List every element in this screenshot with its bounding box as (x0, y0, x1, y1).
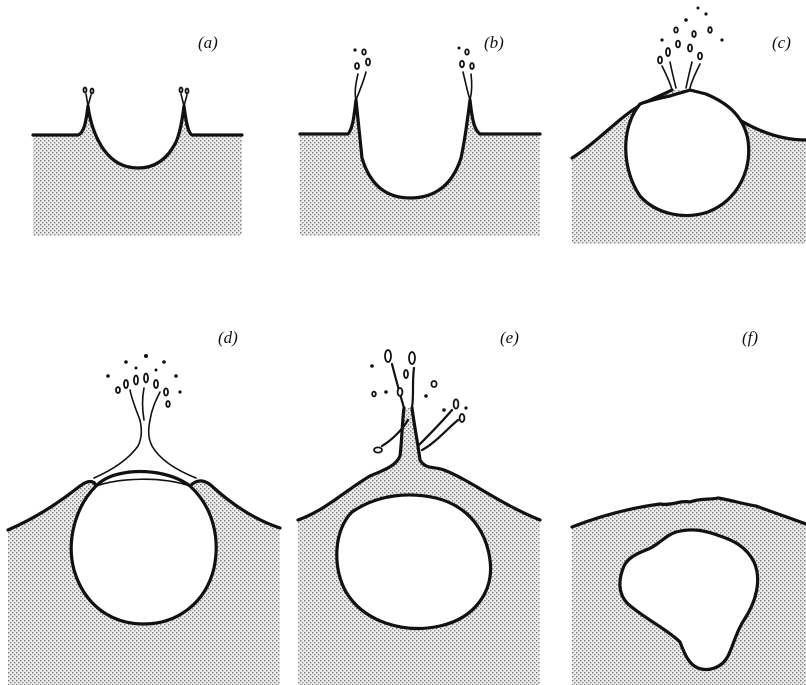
panel-e: (e) (298, 328, 540, 685)
panel-a-label: (a) (198, 33, 218, 52)
panel-e-label: (e) (500, 328, 519, 347)
panel-a: (a) (33, 33, 242, 236)
panel-f: (f) (572, 328, 806, 685)
panel-a-jet-right (180, 88, 189, 107)
panel-f-label: (f) (742, 328, 758, 347)
panel-e-jets (370, 350, 467, 453)
panel-a-jet-left (84, 88, 94, 107)
panel-b-jet-left (353, 48, 370, 100)
panel-c-spray (658, 7, 724, 91)
panel-b: (b) (300, 33, 540, 236)
panel-d-spray (106, 354, 181, 420)
panel-b-liquid (300, 100, 540, 236)
panel-d-bubble (71, 472, 216, 624)
panel-d: (d) (8, 328, 280, 685)
panel-c-bubble (626, 90, 749, 215)
panel-a-liquid (33, 106, 242, 236)
panel-e-bubble (337, 495, 491, 628)
panel-c-label: (c) (772, 33, 791, 52)
panel-b-label: (b) (484, 33, 504, 52)
panel-b-jet-right (458, 47, 474, 101)
panel-d-label: (d) (218, 328, 238, 347)
panel-c: (c) (572, 7, 806, 245)
